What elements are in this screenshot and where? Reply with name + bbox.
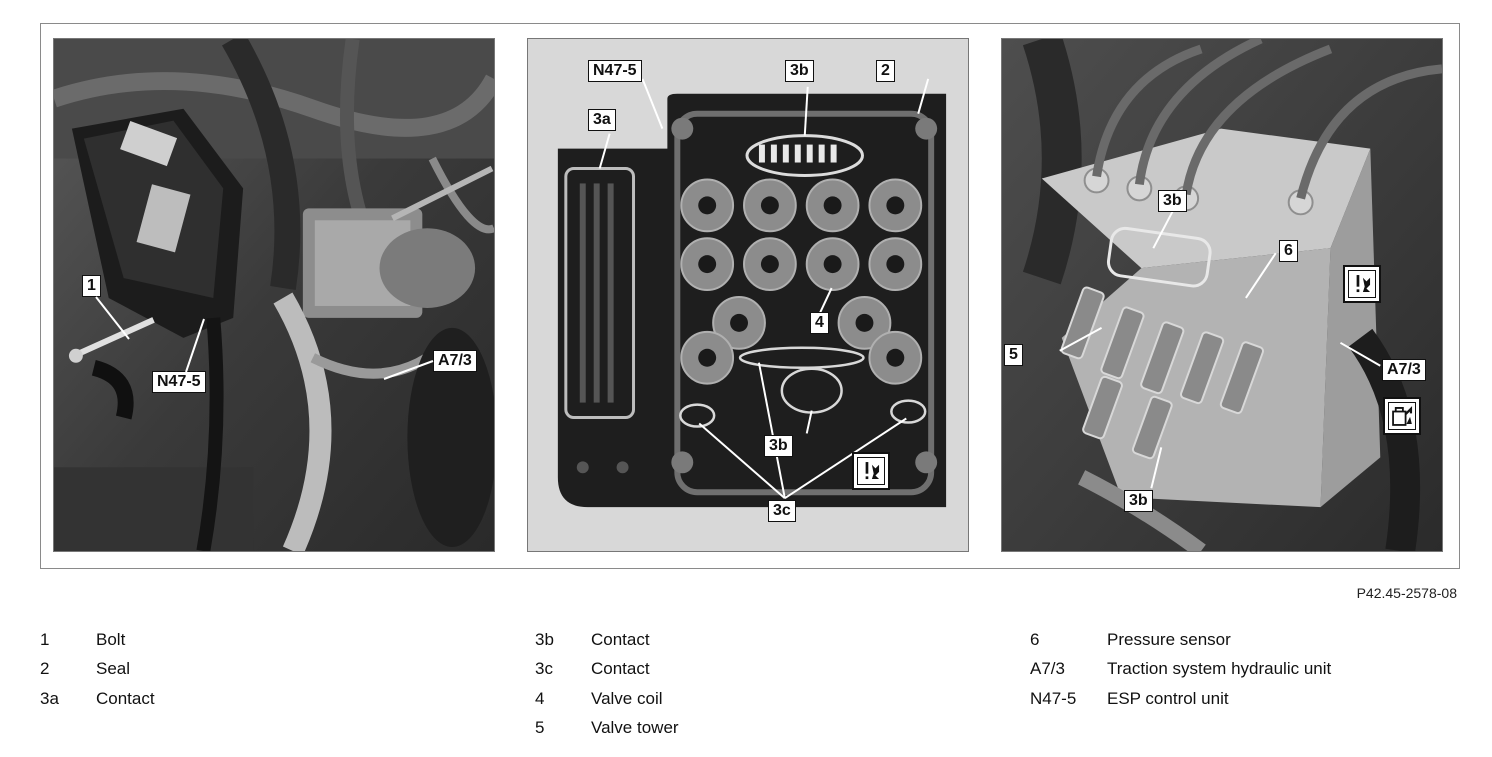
- photo-panel-hydraulic-unit: 3b 6 5 A7/3 3b: [1001, 38, 1443, 552]
- callout-a7-3: A7/3: [1382, 359, 1426, 381]
- legend-label: Contact: [591, 659, 650, 679]
- legend-key: 5: [535, 718, 545, 738]
- photo-panel-control-unit: N47-5 3b 2 3a 4 3b 3c: [527, 38, 969, 552]
- legend-column-3: 6 Pressure sensor A7/3 Traction system hyd…: [1030, 625, 1331, 714]
- legend-label: Valve coil: [591, 688, 663, 708]
- callout-4: 4: [810, 312, 829, 334]
- callout-3c: 3c: [768, 500, 796, 522]
- callout-3b-bottom: 3b: [1124, 490, 1153, 512]
- callout-5: 5: [1004, 344, 1023, 366]
- legend-label: Bolt: [96, 629, 126, 649]
- control-unit-photo: [528, 39, 968, 551]
- warning-symbol: [865, 462, 880, 480]
- fluid-can-symbol: [1392, 406, 1413, 426]
- figure-frame: 1 N47-5 A7/3: [40, 23, 1460, 569]
- engine-bay-photo: [54, 39, 494, 551]
- legend-item: A7/3 Traction system hydraulic unit: [1030, 655, 1331, 685]
- callout-3b-bottom: 3b: [764, 435, 793, 457]
- legend-label: Contact: [591, 629, 650, 649]
- legend-label: Pressure sensor: [1107, 629, 1231, 649]
- legend-item: N47-5 ESP control unit: [1030, 684, 1331, 714]
- workshop-warning-icon: [852, 452, 890, 490]
- legend-key: 1: [40, 629, 50, 649]
- fluid-can-icon: [1383, 397, 1421, 435]
- legend-key: 4: [535, 688, 545, 708]
- legend-item: 1 Bolt: [40, 625, 155, 655]
- legend-key: 3c: [535, 659, 553, 679]
- callout-n47-5: N47-5: [588, 60, 642, 82]
- callout-3a: 3a: [588, 109, 616, 131]
- callout-2: 2: [876, 60, 895, 82]
- legend-item: 2 Seal: [40, 655, 155, 685]
- legend-key: 3a: [40, 688, 59, 708]
- legend-label: ESP control unit: [1107, 688, 1229, 708]
- warning-symbol: [1356, 275, 1371, 293]
- legend-item: 5 Valve tower: [535, 714, 679, 744]
- figure-reference: P42.45-2578-08: [1356, 585, 1457, 601]
- legend-key: 6: [1030, 629, 1040, 649]
- photo-panel-engine-bay: 1 N47-5 A7/3: [53, 38, 495, 552]
- legend-item: 3a Contact: [40, 684, 155, 714]
- callout-1: 1: [82, 275, 101, 297]
- legend-key: 2: [40, 659, 50, 679]
- callout-n47-5: N47-5: [152, 371, 206, 393]
- legend-key: N47-5: [1030, 688, 1077, 708]
- legend-label: Seal: [96, 659, 131, 679]
- legend-key: A7/3: [1030, 659, 1065, 679]
- legend-item: 4 Valve coil: [535, 684, 679, 714]
- legend-column-1: 1 Bolt 2 Seal 3a Contact: [40, 625, 155, 714]
- legend-item: 3c Contact: [535, 655, 679, 685]
- callout-a7-3: A7/3: [433, 350, 477, 372]
- legend-label: Valve tower: [591, 718, 679, 738]
- legend-item: 6 Pressure sensor: [1030, 625, 1331, 655]
- legend-label: Traction system hydraulic unit: [1107, 659, 1332, 679]
- callout-3b-top: 3b: [785, 60, 814, 82]
- hydraulic-unit-photo: [1002, 39, 1442, 551]
- legend-key: 3b: [535, 629, 554, 649]
- legend-item: 3b Contact: [535, 625, 679, 655]
- workshop-warning-icon: [1343, 265, 1381, 303]
- legend-label: Contact: [96, 688, 155, 708]
- callout-6: 6: [1279, 240, 1298, 262]
- callout-3b-top: 3b: [1158, 190, 1187, 212]
